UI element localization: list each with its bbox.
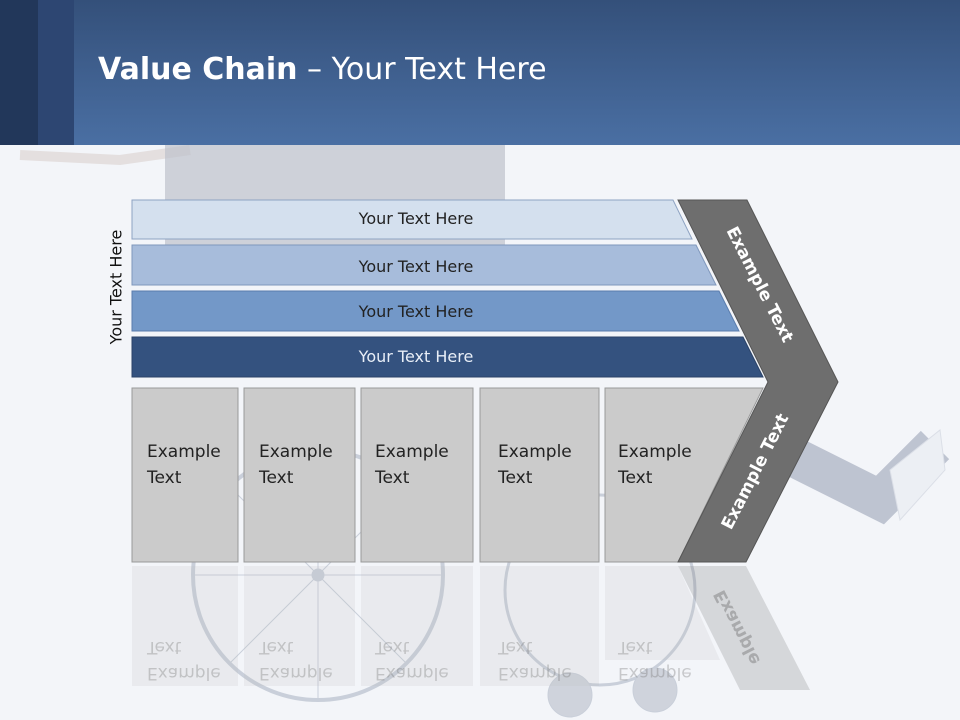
primary-activity-box-2 <box>243 387 356 563</box>
page-title: Value Chain – Your Text Here <box>98 52 547 87</box>
primary-activity-box-4 <box>479 387 600 563</box>
support-activity-bar-4 <box>131 336 764 378</box>
support-activity-bar-3 <box>131 290 740 332</box>
support-activity-bar-1 <box>131 199 693 240</box>
header-band <box>0 0 960 145</box>
primary-activity-box-1 <box>131 387 239 563</box>
margin-chevron <box>677 199 839 563</box>
bar-label-3: Your Text Here <box>358 302 474 321</box>
margin-chevron-reflection <box>678 566 810 690</box>
support-activity-bar-2 <box>131 244 717 286</box>
bar-label-2: Your Text Here <box>358 257 474 276</box>
header-accent-strip <box>38 0 74 145</box>
bar-label-1: Your Text Here <box>358 209 474 228</box>
header-accent-strip <box>0 0 38 145</box>
primary-activity-box-3 <box>360 387 474 563</box>
bar-label-4: Your Text Here <box>358 347 474 366</box>
